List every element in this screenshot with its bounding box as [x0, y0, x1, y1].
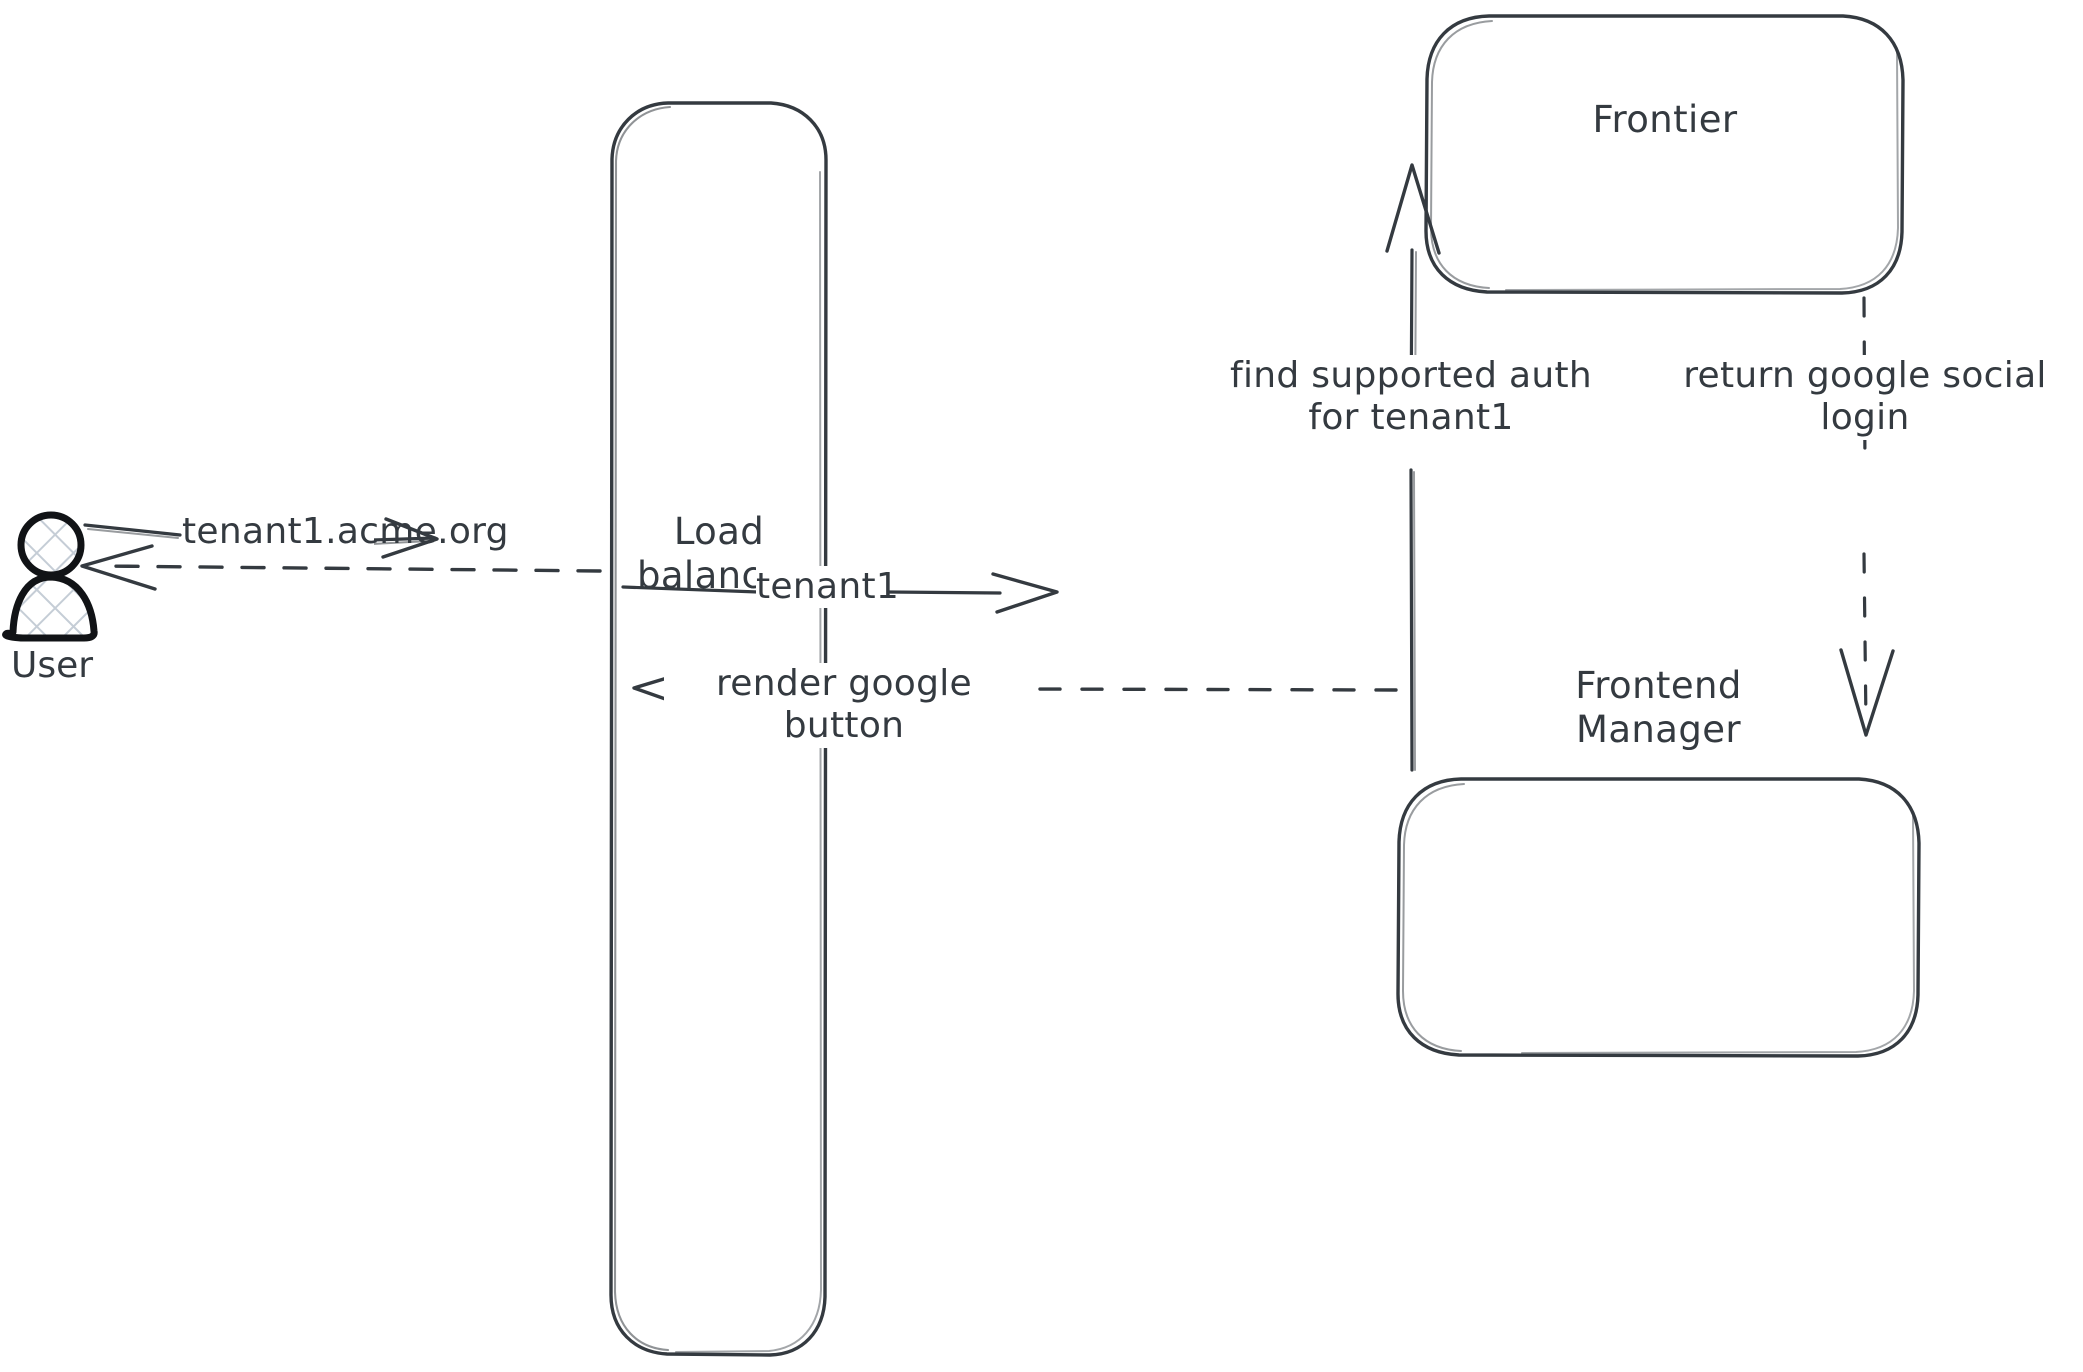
edge-fm-to-lb	[632, 670, 1398, 709]
edge-user-to-lb	[83, 517, 439, 559]
edge-lb-to-fm	[621, 572, 1059, 614]
edge-frontier-to-fm	[1839, 296, 1895, 737]
load-balancer-shape[interactable]	[609, 101, 828, 1357]
frontend-manager-shape[interactable]	[1396, 777, 1921, 1058]
frontier-shape[interactable]	[1424, 14, 1905, 295]
edge-fm-to-frontier	[1385, 163, 1441, 772]
edge-lb-to-user	[80, 544, 602, 591]
user-actor-shape[interactable]	[2, 511, 98, 642]
